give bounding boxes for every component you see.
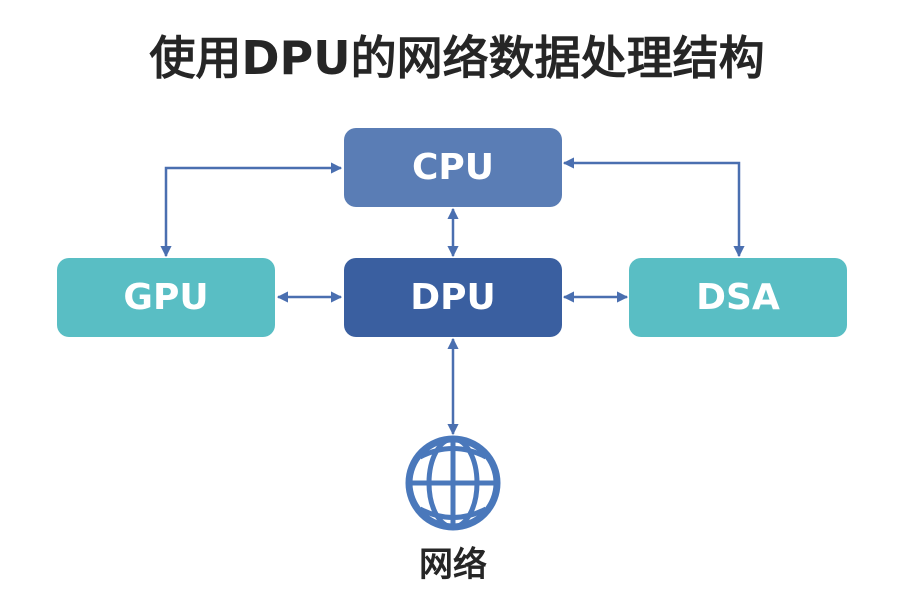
globe-icon — [405, 435, 501, 531]
dpu-node: DPU — [344, 258, 562, 337]
cpu-node: CPU — [344, 128, 562, 207]
network-label: 网络 — [419, 545, 487, 585]
gpu-node: GPU — [57, 258, 275, 337]
cpu-node-label: CPU — [411, 147, 495, 188]
dpu-node-label: DPU — [410, 277, 496, 318]
dsa-node: DSA — [629, 258, 847, 337]
diagram-title: 使用DPU的网络数据处理结构 — [149, 31, 765, 85]
link-dsa-cpu — [562, 157, 745, 258]
link-gpu-cpu — [160, 162, 343, 258]
dsa-node-label: DSA — [696, 277, 780, 318]
gpu-node-label: GPU — [123, 277, 209, 318]
